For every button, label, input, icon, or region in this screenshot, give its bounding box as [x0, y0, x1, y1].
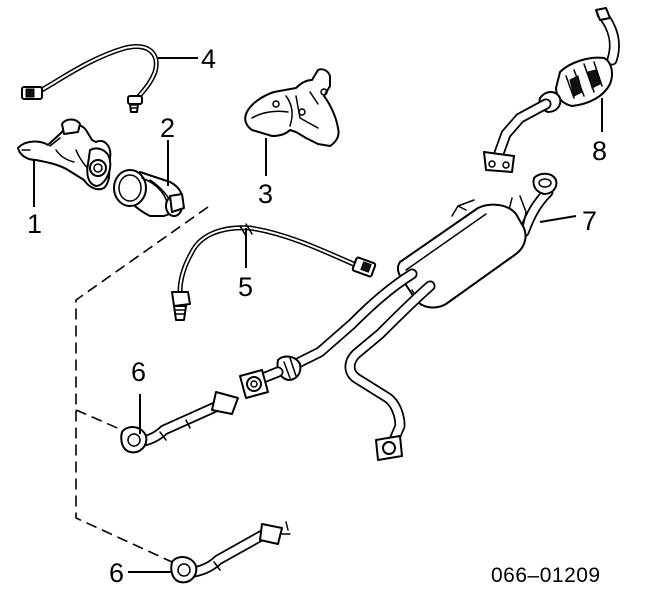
assembly-dashed-lines: [75, 206, 209, 563]
crossover-pipe-lower: [170, 521, 291, 584]
leader-lines: [33, 57, 603, 573]
callout-4: 4: [201, 44, 216, 74]
heat-shield: [244, 68, 340, 147]
rear-catalytic-converter: [483, 7, 620, 173]
callout-labels: 4 1 2 3 5 7 8 6 6: [27, 44, 607, 588]
callout-6-lower: 6: [109, 558, 124, 588]
callout-6-upper: 6: [131, 357, 146, 387]
callout-2: 2: [160, 113, 175, 143]
front-catalytic-converter: [113, 169, 185, 217]
crossover-pipe-upper: [120, 391, 239, 454]
callout-3: 3: [258, 179, 273, 209]
exhaust-manifold: [17, 118, 112, 191]
callout-7: 7: [582, 206, 597, 236]
callout-1: 1: [27, 209, 42, 239]
callout-5: 5: [238, 272, 253, 302]
oxygen-sensor-lower: [171, 223, 377, 321]
callout-8: 8: [592, 136, 607, 166]
intermediate-pipe: [239, 268, 436, 461]
oxygen-sensor-upper: [21, 44, 159, 113]
reference-number: 066–01209: [491, 564, 601, 587]
